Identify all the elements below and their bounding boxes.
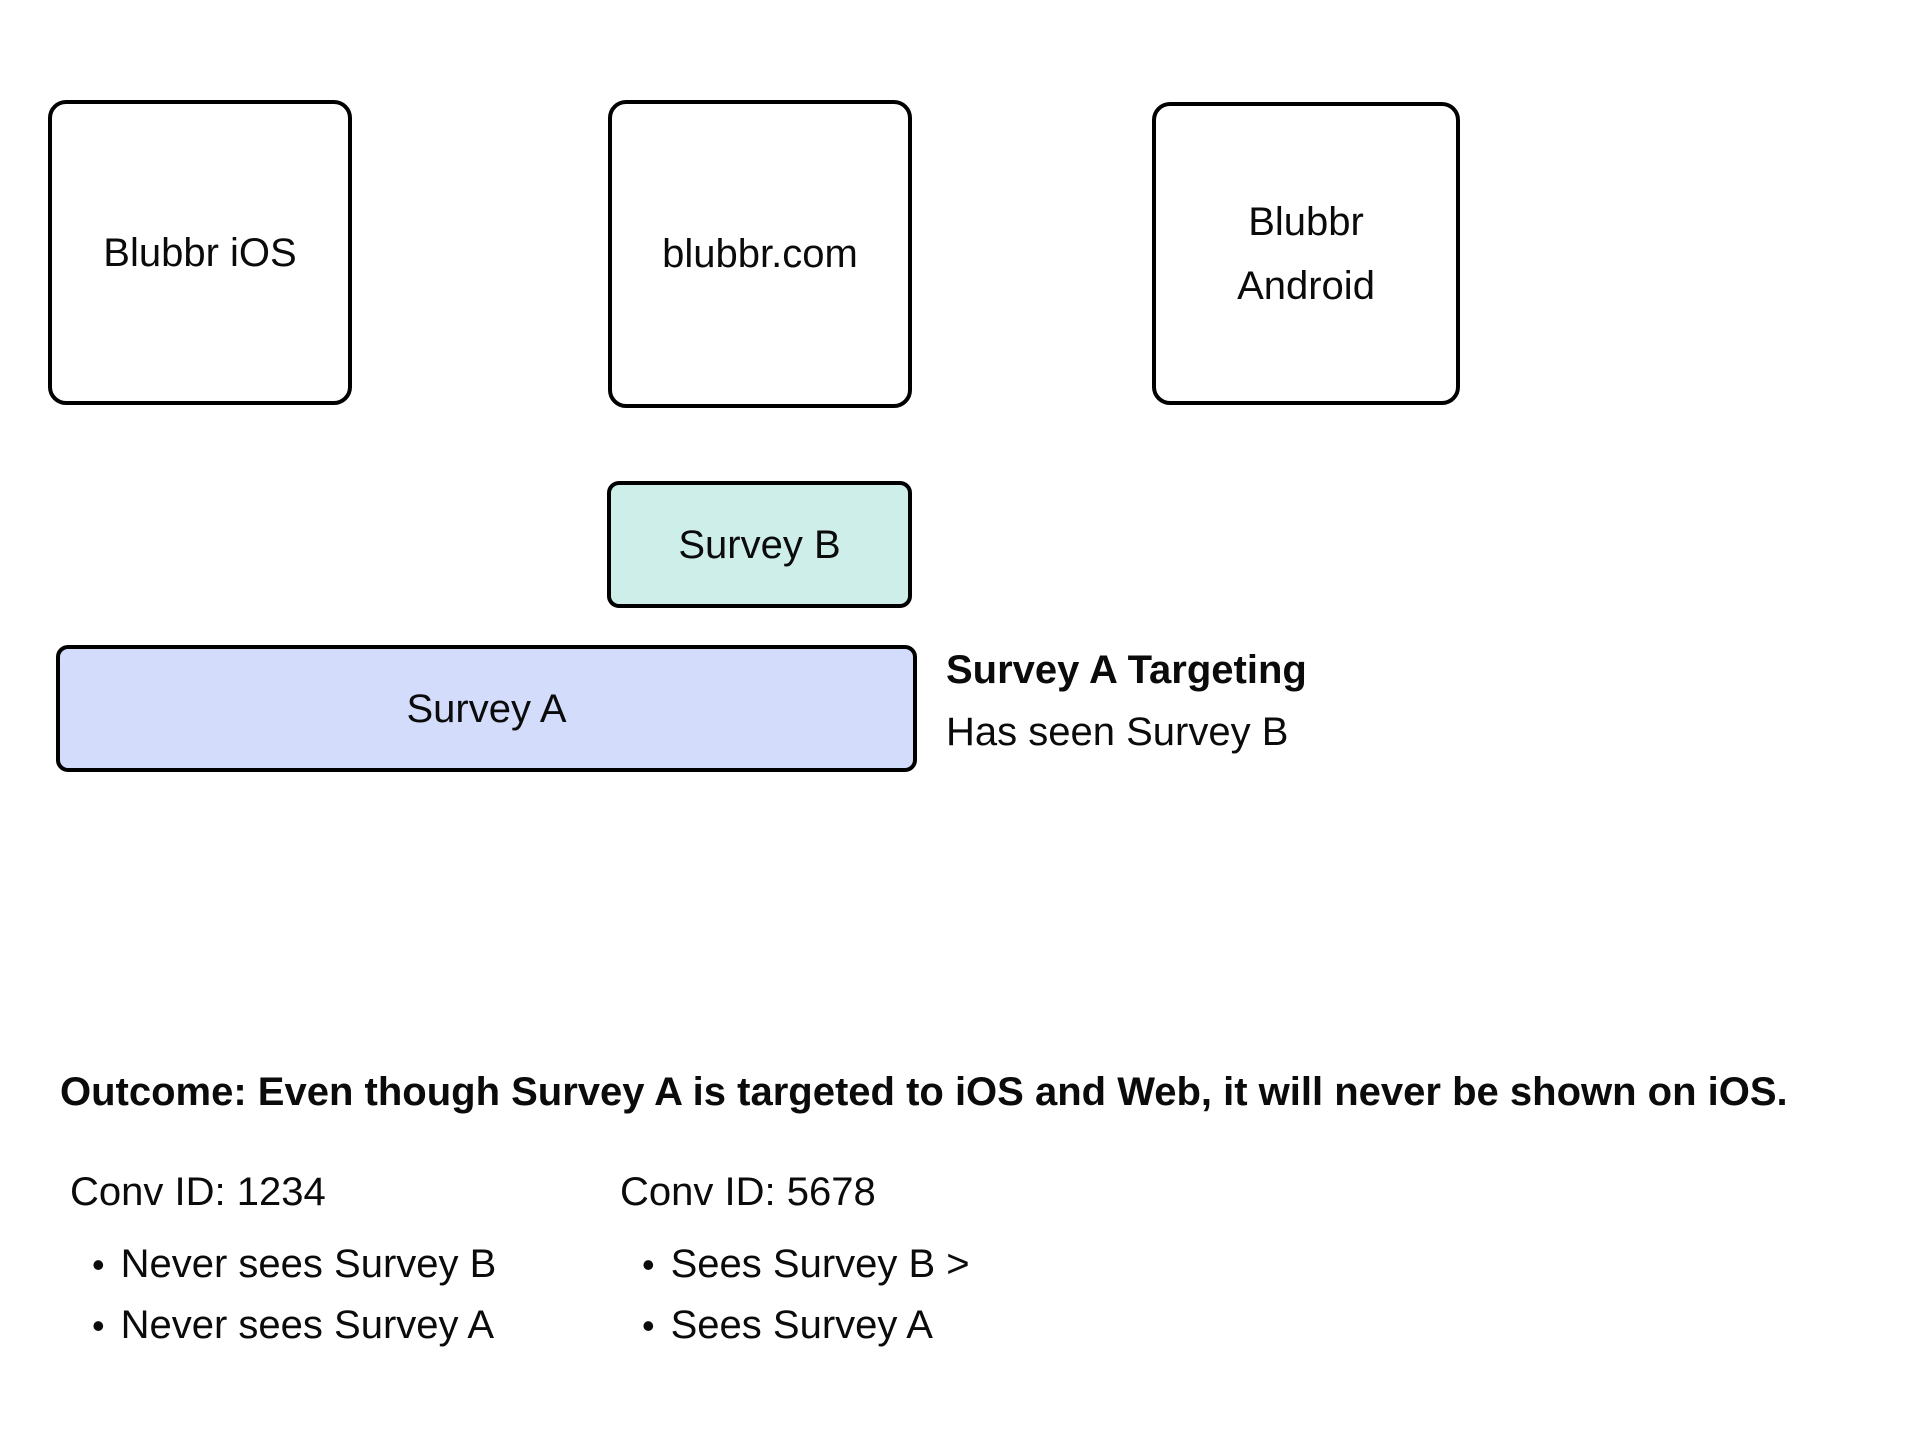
bullet-text: Never sees Survey B	[120, 1242, 497, 1286]
platform-label-blubbr-android: Blubbr Android	[1237, 199, 1375, 308]
conv-id-heading: Conv ID: 5678	[620, 1170, 876, 1214]
list-item: • Sees Survey B >	[620, 1234, 970, 1295]
bullet-icon: •	[642, 1244, 655, 1285]
targeting-title: Survey A Targeting	[946, 648, 1307, 692]
bullet-text: Sees Survey B >	[670, 1242, 970, 1286]
targeting-rule: Has seen Survey B	[946, 710, 1289, 754]
survey-a-label: Survey A	[406, 686, 567, 731]
bullet-icon: •	[642, 1305, 655, 1346]
list-item: • Never sees Survey B	[70, 1234, 496, 1295]
survey-a-box: Survey A	[56, 645, 917, 772]
list-item: • Never sees Survey A	[70, 1295, 496, 1356]
bullet-icon: •	[92, 1305, 105, 1346]
platform-box-blubbr-ios: Blubbr iOS	[48, 100, 352, 405]
conv-id-heading: Conv ID: 1234	[70, 1170, 326, 1214]
outcome-text: Outcome: Even though Survey A is targete…	[60, 1070, 1788, 1114]
survey-a-targeting-annotation: Survey A Targeting Has seen Survey B	[946, 646, 1307, 756]
platform-label-blubbr-com: blubbr.com	[662, 232, 858, 276]
survey-b-label: Survey B	[678, 522, 841, 567]
conversation-1234-column: Conv ID: 1234 • Never sees Survey B • Ne…	[70, 1168, 496, 1356]
survey-b-box: Survey B	[607, 481, 912, 608]
bullet-text: Sees Survey A	[670, 1303, 933, 1347]
bullet-text: Never sees Survey A	[120, 1303, 495, 1347]
platform-box-blubbr-com: blubbr.com	[608, 100, 912, 408]
bullet-icon: •	[92, 1244, 105, 1285]
platform-box-blubbr-android: Blubbr Android	[1152, 102, 1460, 405]
list-item: • Sees Survey A	[620, 1295, 970, 1356]
conversation-5678-column: Conv ID: 5678 • Sees Survey B > • Sees S…	[620, 1168, 970, 1356]
platform-label-blubbr-ios: Blubbr iOS	[103, 230, 297, 275]
